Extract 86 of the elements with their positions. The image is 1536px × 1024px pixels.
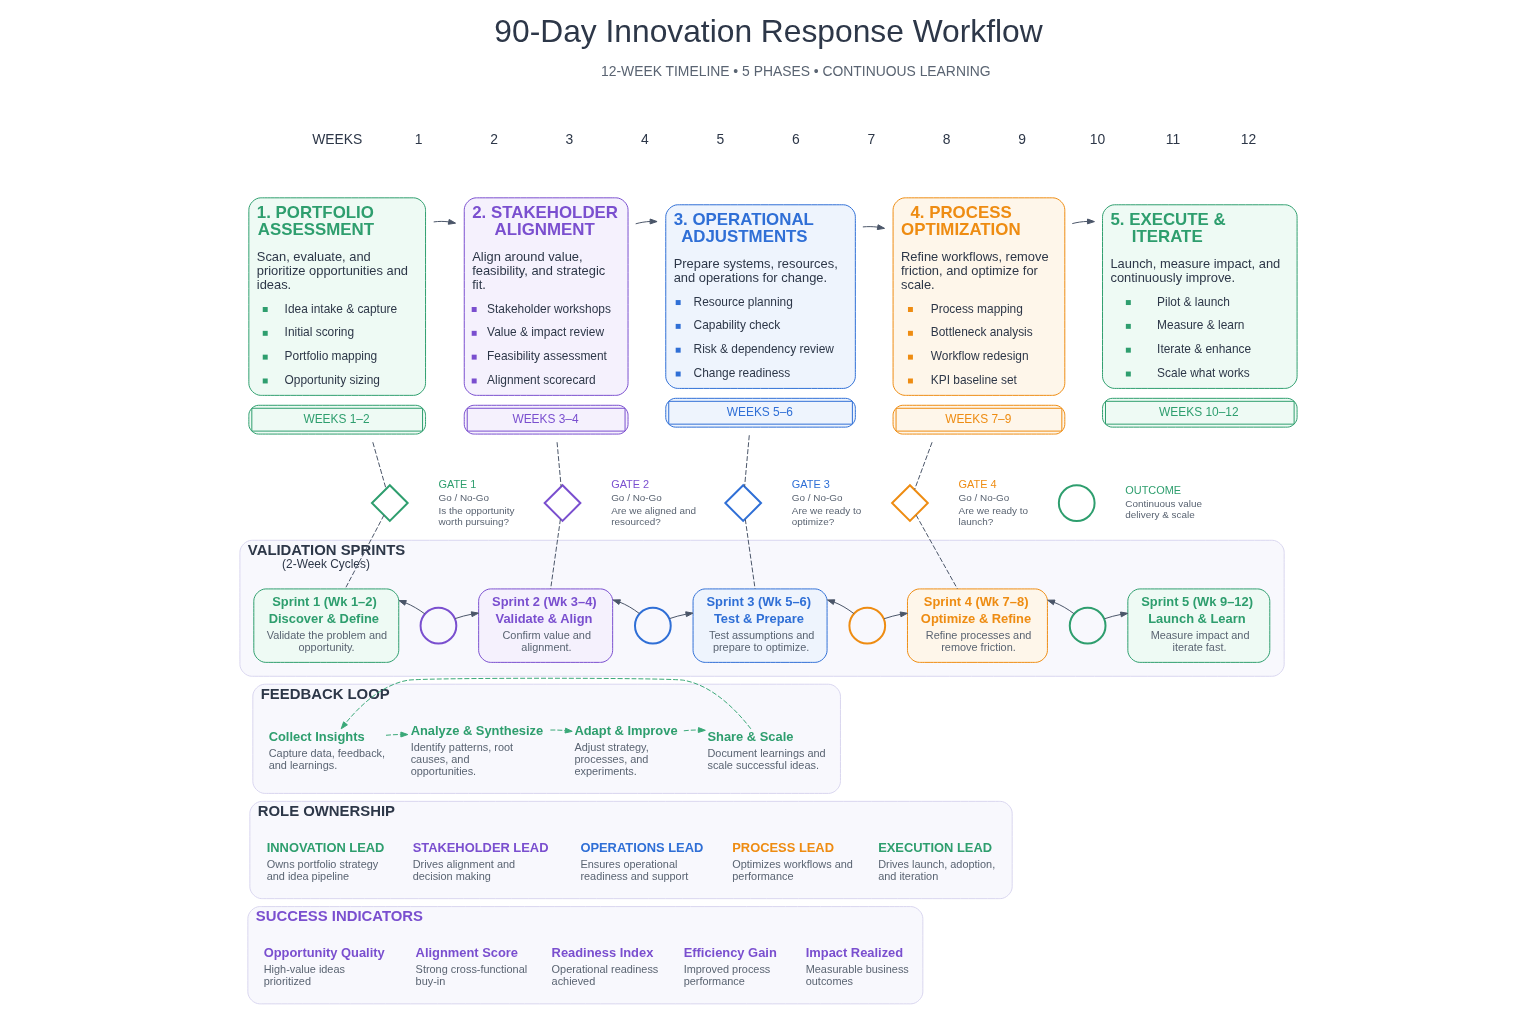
connector [743,434,750,488]
label: 3 [565,130,573,147]
label: 9 [1017,130,1026,147]
node-text: Adapt & Improve Adjust strategy, processes, and experiments. [573,722,678,777]
node-label: Is the opportunity worth pursuing? [437,504,514,527]
node-box: Sprint 5 (Wk 9–12) Launch & Learn Measure impact and iterate fast. [1126,588,1270,663]
node-label: Continuous value delivery & scale [1124,498,1202,520]
node-label: Go / No-Go [791,492,842,504]
node-label: Go / No-Go [437,492,489,504]
node-text: Opportunity Quality High-value ideas prioritized [263,945,385,988]
arrow [398,600,425,615]
node-text: OPERATIONS LEAD Ensures operational readiness and support [579,839,703,883]
arrow [432,218,456,225]
node-text: STAKEHOLDER LEAD Drives alignment and decision making [412,839,548,883]
connector [744,518,756,590]
node-label: WEEKS 1–2 [302,411,370,426]
arrow [682,727,706,733]
node-circle [847,606,886,645]
node-label: Go / No-Go [610,492,662,504]
node-text: Efficiency Gain Improved process performance [683,945,777,988]
arrow [549,727,573,734]
node-text: Analyze & Synthesize Identify patterns, root causes, and opportunities. [410,722,543,777]
label: 12 [1240,130,1256,147]
node-box: Sprint 2 (Wk 3–4) Validate & Align Confirm value and alignment. [477,588,613,663]
label: 8 [942,130,951,147]
arrow [1103,611,1128,620]
connector [344,514,384,590]
node-circle [1068,606,1106,645]
node-box: Sprint 3 (Wk 5–6) Test & Prepare Test assumptions and prepare to optimize. [692,588,828,663]
node-label: OUTCOME [1124,483,1181,496]
arrow [612,599,640,615]
node-text: Collect Insights Capture data, feedback, and learnings. [268,728,385,771]
arrow [634,218,658,225]
label: 5 [716,130,724,147]
node-diamond [890,483,929,523]
node-label: Are we ready to launch? [958,504,1028,527]
arrow [385,731,408,738]
label: 4 [640,130,649,147]
node-label: WEEKS 7–9 [944,411,1011,426]
node-text: INNOVATION LEAD Owns portfolio strategy and idea pipeline [266,839,384,883]
label: 10 [1089,130,1105,147]
arrow [826,599,854,615]
node-text: Impact Realized Measurable business outcomes [805,945,909,988]
node-label: WEEKS 10–12 [1158,404,1239,419]
node-text: Alignment Score Strong cross-functional buy-in [415,945,527,988]
connector [915,514,958,590]
node-box: Sprint 4 (Wk 7–8) Optimize & Refine Refine processes and remove friction. [906,588,1048,663]
label: 12-WEEK TIMELINE • 5 PHASES • CONTINUOUS LEARNING [600,63,991,80]
connector [913,441,933,490]
node-box: Sprint 1 (Wk 1–2) Discover & Define Validate the problem and opportunity. [252,588,399,663]
arrow [454,611,479,620]
node-label: GATE 2 [610,477,649,490]
node-text: Share & Scale Document learnings and scale successful ideas. [706,728,826,771]
node-label: GATE 3 [791,477,830,490]
node-label: WEEKS 5–6 [726,404,793,419]
node-label: GATE 1 [437,477,476,490]
node-label: WEEKS 3–4 [511,411,579,426]
arrow [861,224,885,231]
node-circle [419,606,457,645]
arrow [1046,599,1075,615]
label: 6 [791,130,800,147]
arrow [668,611,693,620]
label: 11 [1165,130,1180,147]
arrow [340,677,751,730]
node-label: GATE 4 [958,477,997,490]
node-text: Readiness Index Operational readiness achieved [551,945,658,988]
node-circle [633,606,672,645]
label: 7 [866,130,875,147]
arrow [1071,218,1095,225]
node-text: EXECUTION LEAD Drives launch, adoption, and iteration [877,839,995,883]
node-diamond [542,483,582,523]
node-text: PROCESS LEAD Optimizes workflows and performance [731,839,853,883]
node-circle [1057,484,1096,522]
node-label: Are we ready to optimize? [791,504,861,527]
connector [371,441,387,490]
node-label: Are we aligned and resourced? [610,504,696,527]
label: 1 [414,130,422,147]
diagram-title: 90-Day Innovation Response Workflow [493,12,1043,49]
label: 2 [489,130,498,147]
node-label: Go / No-Go [958,492,1009,504]
connector [549,518,561,590]
connector [556,441,562,488]
arrow [883,611,908,620]
label: WEEKS [311,130,362,147]
node-diamond [370,483,409,523]
node-diamond [723,483,762,523]
